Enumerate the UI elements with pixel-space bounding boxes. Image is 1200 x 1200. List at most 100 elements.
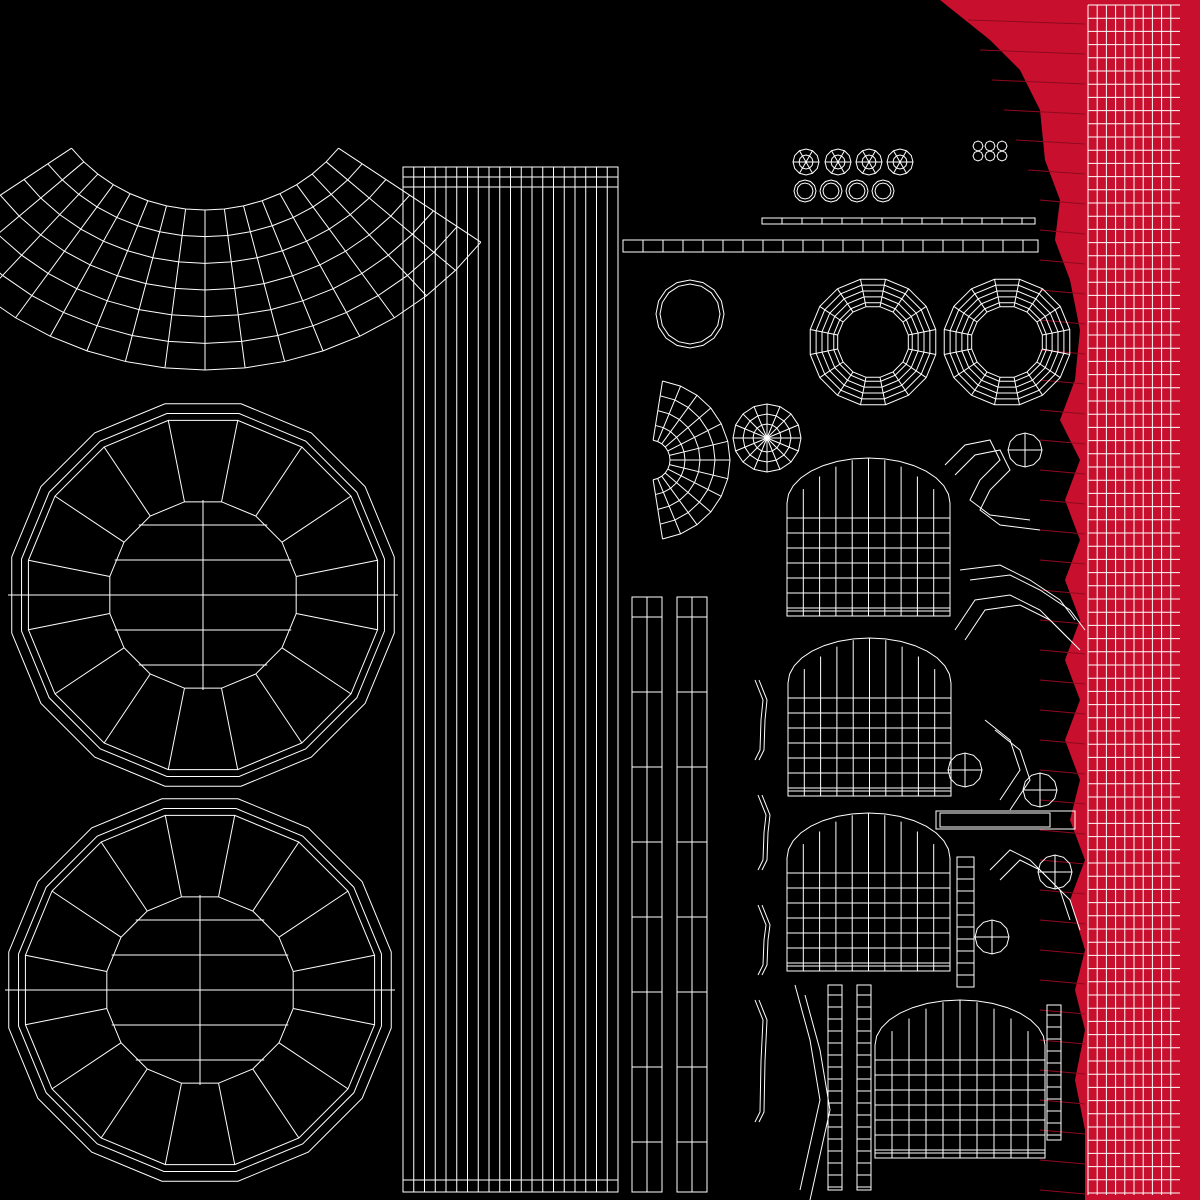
red-streak: [1039, 439, 1086, 445]
ring-spoke: [879, 377, 886, 405]
ring-spoke: [953, 361, 978, 378]
horseshoe-col: [669, 464, 728, 480]
ring-spoke: [819, 306, 844, 323]
sphere-spoke: [837, 150, 845, 163]
red-streak: [1039, 679, 1086, 685]
sphere-spoke: [831, 161, 839, 174]
disc-spoke: [296, 559, 378, 577]
red-streak: [1039, 469, 1086, 475]
ring-spoke: [1042, 348, 1070, 355]
ring-spoke: [860, 377, 867, 405]
horseshoe-col: [652, 380, 664, 441]
red-texture-region: [940, 0, 1200, 1200]
fan-spoke: [753, 406, 768, 439]
disc-spoke: [167, 688, 185, 770]
ring-spoke: [892, 371, 909, 396]
disc-spoke: [221, 688, 239, 770]
fan-spoke: [766, 437, 799, 452]
disc-spoke: [218, 1083, 236, 1165]
red-streak: [1039, 559, 1086, 565]
ring-spoke: [971, 371, 988, 396]
sphere-spoke: [837, 161, 845, 174]
disc-spoke: [100, 1068, 148, 1139]
arc-col: [261, 200, 324, 352]
ring-spoke: [837, 371, 854, 396]
disc-spoke: [164, 815, 182, 897]
disc-spoke: [28, 613, 110, 631]
disc-spoke: [293, 954, 375, 972]
sphere-spoke: [868, 161, 876, 174]
ring-spoke: [902, 361, 927, 378]
sphere-spoke: [862, 161, 870, 174]
disc-spoke: [252, 1068, 300, 1139]
red-streak: [1015, 139, 1086, 145]
horseshoe-col: [664, 472, 712, 513]
red-streak: [1039, 229, 1086, 235]
disc-spoke: [296, 613, 378, 631]
fan-spoke: [766, 413, 792, 439]
arc-col: [0, 173, 99, 279]
ring-spoke: [1026, 288, 1043, 313]
ring-spoke: [1026, 371, 1043, 396]
arc-col: [124, 205, 167, 362]
tiny-loop: [984, 150, 996, 162]
ring-spoke: [819, 361, 844, 378]
fan-spoke: [735, 437, 768, 452]
horseshoe-col: [657, 478, 682, 535]
red-streak: [1039, 499, 1086, 505]
misc-pieces: [794, 439, 1086, 1200]
red-streak: [1039, 979, 1086, 985]
disc-outer-loop: [18, 808, 382, 1172]
red-streak: [1039, 769, 1086, 775]
fan-spoke: [735, 424, 768, 439]
arc-col: [164, 208, 187, 368]
ring-spoke: [1036, 306, 1061, 323]
misc-rect: [856, 984, 872, 1191]
ring-spoke: [810, 329, 838, 336]
fan-spoke: [742, 413, 768, 439]
misc-rect: [1046, 1004, 1062, 1141]
arc-col: [243, 205, 286, 362]
sphere-spoke: [893, 150, 901, 163]
misc-curve: [944, 439, 1031, 521]
chain-link: [757, 794, 767, 871]
chain-link: [758, 679, 768, 761]
sphere-loop: [874, 182, 892, 200]
disc-spoke: [255, 446, 303, 517]
ring-spoke: [1013, 377, 1020, 405]
ring-spoke: [971, 288, 988, 313]
arc-col: [296, 184, 395, 319]
sphere-spoke: [862, 150, 870, 163]
sphere-loop: [793, 179, 817, 203]
fan-disc: [732, 403, 802, 473]
red-streak: [1039, 529, 1086, 535]
ring-spoke: [908, 329, 936, 336]
disc-spoke: [100, 841, 148, 912]
horseshoe-col: [661, 475, 698, 526]
chain-link: [761, 904, 771, 976]
sphere-spoke: [899, 161, 907, 174]
sphere-spoke: [805, 161, 813, 174]
disc-spoke: [167, 420, 185, 502]
horseshoe-col: [667, 468, 722, 497]
ring-spoke: [810, 348, 838, 355]
disc-spoke: [103, 446, 151, 517]
disc-shell-lower: [5, 798, 395, 1182]
fan-spoke: [766, 437, 792, 463]
tiny-loop: [972, 140, 984, 152]
misc-curve: [804, 994, 831, 1200]
dome-outline: [874, 999, 1046, 1159]
chain-link: [757, 904, 767, 976]
ring-spoke: [1042, 329, 1070, 336]
horseshoe-col: [669, 440, 728, 456]
misc-curve: [994, 729, 1031, 811]
sphere-spoke: [868, 150, 876, 163]
ring-spoke: [902, 306, 927, 323]
misc-curve: [969, 574, 1086, 631]
disc-spoke: [51, 1042, 122, 1090]
thin-strip-border: [939, 812, 1051, 828]
misc-curve: [989, 849, 1071, 921]
horseshoe-col: [657, 385, 682, 442]
sphere-spoke: [799, 161, 807, 174]
